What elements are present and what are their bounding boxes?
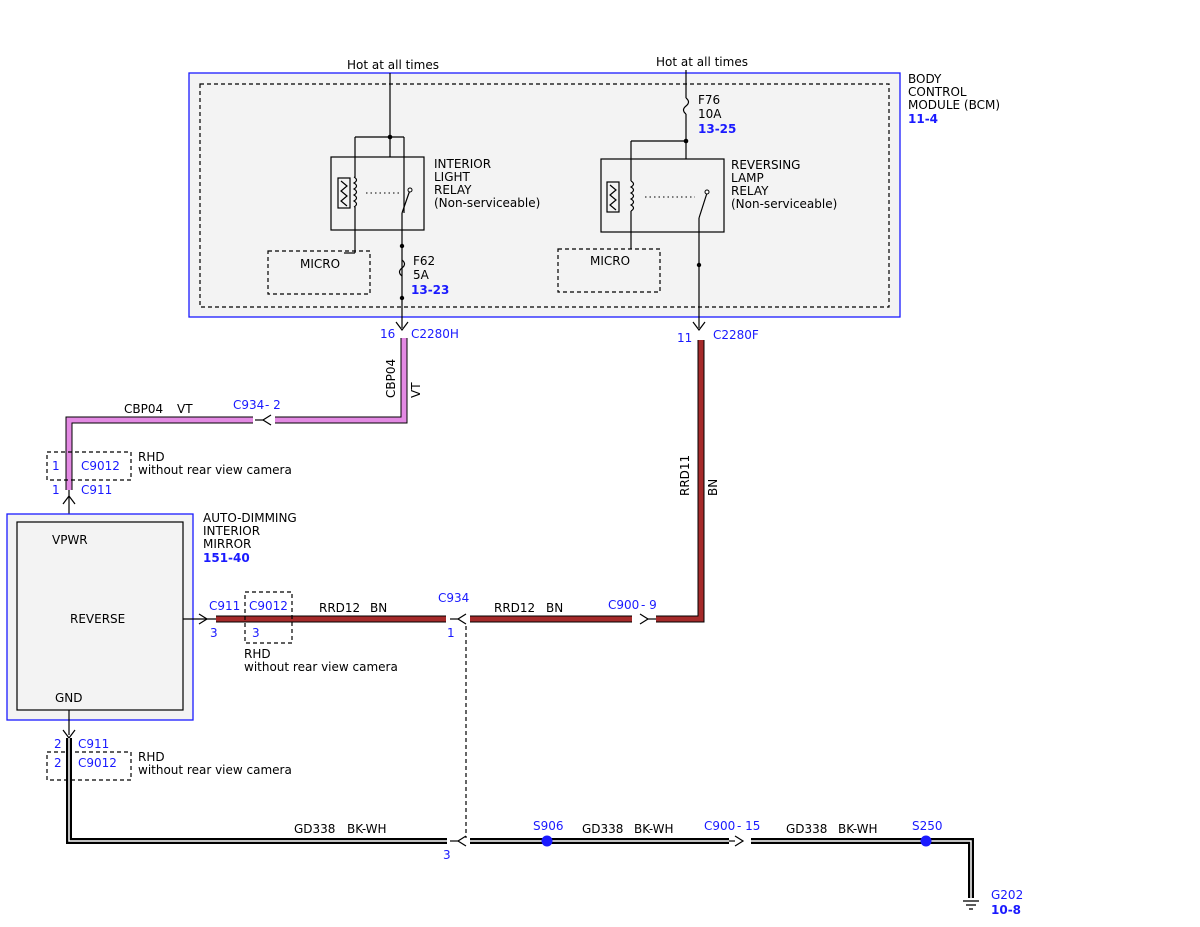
- c900-15-label: C900: [704, 819, 735, 833]
- rhd1-pin: 1: [52, 459, 60, 473]
- vt-horizontal: VT: [177, 402, 193, 416]
- bkwh-b-label: BK-WH: [634, 822, 674, 836]
- micro-box-1: [267, 250, 371, 295]
- pin-3-c: 3: [443, 848, 451, 862]
- pin-16: 16: [380, 327, 395, 341]
- bkwh-a-label: BK-WH: [347, 822, 387, 836]
- s906-label: S906: [533, 819, 564, 833]
- c2280h-label: C2280H: [411, 327, 459, 341]
- g202-ref: 10-8: [991, 903, 1021, 917]
- wire-bn-rrd11: [656, 340, 704, 622]
- ground-icon: [963, 900, 979, 910]
- bcm-inner-dashed: [199, 83, 890, 308]
- rhd-box-2: [244, 591, 293, 644]
- bcm-title: BODY CONTROL MODULE (BCM): [908, 72, 1000, 112]
- interior-relay-label: INTERIOR LIGHT RELAY (Non-serviceable): [434, 157, 540, 210]
- splice-s906: [541, 835, 553, 847]
- mirror-inner-box: [16, 521, 184, 711]
- s250-label: S250: [912, 819, 943, 833]
- c9012-mid-label: C9012: [249, 599, 288, 613]
- g202-label: G202: [991, 888, 1023, 902]
- hot-label-1: Hot at all times: [347, 58, 439, 72]
- f76-ref: 13-25: [698, 122, 736, 136]
- micro-label-1: MICRO: [300, 257, 340, 271]
- c900-9-pin: - 9: [641, 598, 657, 612]
- pin-3-a: 3: [210, 626, 218, 640]
- c911-mid-label: C911: [209, 599, 240, 613]
- pin-3-b: 3: [252, 626, 260, 640]
- c2280f-label: C2280F: [713, 328, 759, 342]
- bkwh-c-label: BK-WH: [838, 822, 878, 836]
- rhd3-text: RHD without rear view camera: [138, 750, 292, 777]
- rhd-box-3: [46, 751, 132, 781]
- rhd2-text: RHD without rear view camera: [244, 647, 398, 674]
- splice-s250: [920, 835, 932, 847]
- reversing-lamp-relay: [600, 158, 725, 233]
- rrd12-a-label: RRD12: [319, 601, 360, 615]
- hot-label-2: Hot at all times: [656, 55, 748, 69]
- c911-bot-label: C911: [78, 737, 109, 751]
- f62-ref: 13-23: [411, 283, 449, 297]
- interior-light-relay: [330, 156, 425, 231]
- f76-label: F76 10A: [698, 93, 724, 121]
- wire-bkwh-a: [66, 738, 447, 844]
- gd338-b-label: GD338: [582, 822, 623, 836]
- gnd-label: GND: [55, 691, 83, 705]
- reversing-relay-label: REVERSING LAMP RELAY (Non-serviceable): [731, 158, 837, 211]
- bn-vertical: BN: [706, 479, 720, 496]
- vt-vertical: VT: [409, 382, 423, 398]
- micro-box-2: [557, 248, 661, 293]
- c900-15-pin: - 15: [737, 819, 760, 833]
- cbp04-vertical: CBP04: [384, 359, 398, 398]
- c934-top-label: C934: [233, 398, 264, 412]
- pin-11: 11: [677, 331, 692, 345]
- f62-label: F62 5A: [413, 254, 439, 282]
- bcm-module-box: [188, 72, 901, 318]
- c934-mid-pin: 1: [447, 626, 455, 640]
- vpwr-label: VPWR: [52, 533, 88, 547]
- wire-bkwh-c: [751, 838, 974, 898]
- reverse-label: REVERSE: [70, 612, 125, 626]
- bcm-ref: 11-4: [908, 112, 938, 126]
- pin-2-b: 2: [54, 756, 62, 770]
- mirror-title: AUTO-DIMMING INTERIOR MIRROR: [203, 511, 301, 551]
- c911-top-label: C911: [81, 483, 112, 497]
- c934-top-pin: - 2: [265, 398, 281, 412]
- wire-vt: [275, 338, 407, 423]
- bn-b-label: BN: [546, 601, 563, 615]
- gd338-c-label: GD338: [786, 822, 827, 836]
- c9012-bot-label: C9012: [78, 756, 117, 770]
- pin-2-a: 2: [54, 737, 62, 751]
- rhd1-text: RHD without rear view camera: [138, 450, 292, 477]
- mirror-ref: 151-40: [203, 551, 250, 565]
- rhd-box-1: [46, 451, 132, 481]
- rrd11-vertical: RRD11: [678, 455, 692, 496]
- micro-label-2: MICRO: [590, 254, 630, 268]
- rhd1-conn: C9012: [81, 459, 120, 473]
- c934-mid-label: C934: [438, 591, 469, 605]
- wire-vt-2: [66, 417, 253, 490]
- rrd12-b-label: RRD12: [494, 601, 535, 615]
- bn-a-label: BN: [370, 601, 387, 615]
- cbp04-horizontal: CBP04: [124, 402, 163, 416]
- gd338-a-label: GD338: [294, 822, 335, 836]
- c900-9-label: C900: [608, 598, 639, 612]
- c911-top-pin: 1: [52, 483, 60, 497]
